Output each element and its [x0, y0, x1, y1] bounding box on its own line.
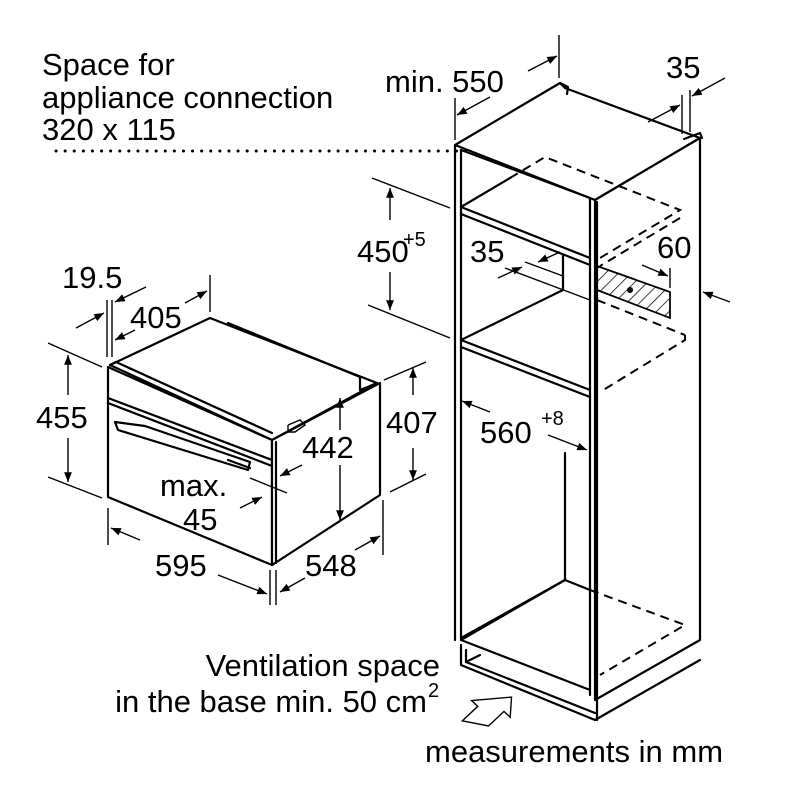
connection-note-line1: Space for: [42, 47, 175, 82]
dim-vent-60: 60: [657, 230, 691, 265]
ventilation-note-line1: Ventilation space: [206, 648, 440, 683]
dim-niche-width: 560: [480, 415, 532, 450]
appliance-dimensions: 19.5 405 455 442 407 max. 45 595: [36, 260, 438, 605]
units-note: measurements in mm: [425, 734, 723, 769]
dim-height-455: 455: [36, 400, 88, 435]
dim-door-max-label: max.: [160, 468, 227, 503]
door-handle: [113, 420, 252, 472]
cabinet-drawing: [453, 81, 704, 722]
connection-space-note: Space for appliance connection 320 x 115: [42, 47, 638, 274]
dim-body-height-442: 442: [302, 430, 354, 465]
dim-top-depth: 405: [130, 300, 182, 335]
dim-side-height-407: 407: [386, 405, 438, 440]
dim-front-offset: 19.5: [62, 260, 122, 295]
cabinet-dimensions: min. 550 35 450 +5 35 60 560 +8: [357, 35, 731, 451]
ventilation-note-line2: in the base min. 50 cm: [115, 684, 427, 719]
ventilation-arrow-icon: [460, 696, 513, 727]
connection-note-line3: 320 x 115: [42, 112, 176, 147]
dim-niche-width-tolerance: +8: [541, 408, 564, 430]
ventilation-note: Ventilation space in the base min. 50 cm…: [115, 648, 513, 727]
dim-min-550: min. 550: [385, 64, 504, 99]
dim-niche-height: 450: [357, 234, 409, 269]
ventilation-note-superscript: 2: [428, 680, 439, 702]
dim-niche-height-tolerance: +5: [403, 229, 426, 251]
dim-depth-548: 548: [305, 548, 357, 583]
dim-door-max-value: 45: [183, 502, 217, 537]
side-vent-icon: [287, 419, 307, 433]
cabinet-side-panel: [593, 136, 702, 702]
dim-width-595: 595: [155, 548, 207, 583]
appliance-drawing: [106, 316, 382, 567]
vent-hatch: [596, 264, 671, 320]
dim-rear-35: 35: [666, 50, 700, 85]
dim-inner-35: 35: [470, 234, 504, 269]
connection-note-line2: appliance connection: [42, 80, 333, 115]
